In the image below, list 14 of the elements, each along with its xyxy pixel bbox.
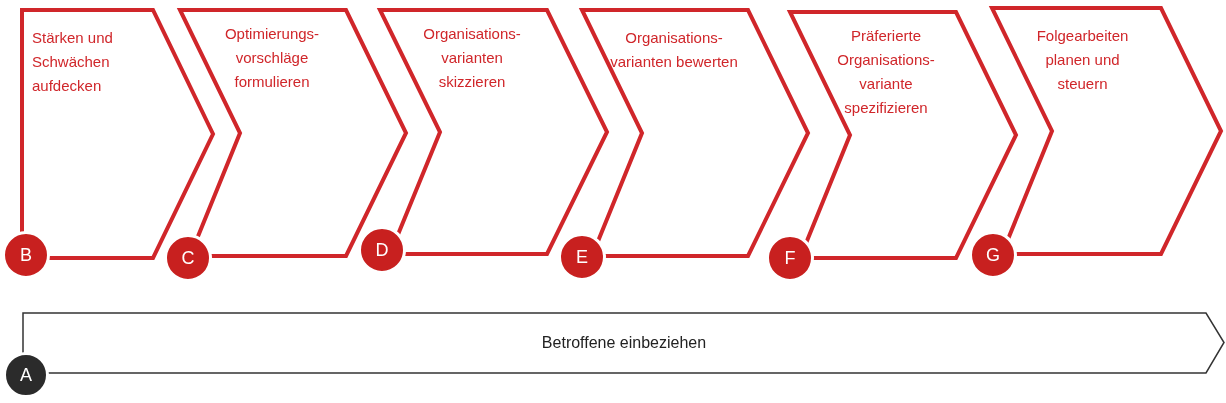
step-badge: A — [3, 352, 49, 398]
step-label: Organisations- varianten bewerten — [609, 28, 739, 72]
step-label: Präferierte Organisations- variante spezifizieren — [836, 26, 936, 118]
step-label: Stärken und Schwächen aufdecken — [32, 28, 114, 96]
band-label: Betroffene einbeziehen — [540, 333, 708, 353]
step-label: Organisations- varianten skizzieren — [422, 24, 522, 92]
step-badge: B — [2, 231, 50, 279]
step-badge: E — [558, 233, 606, 281]
step-badge: C — [164, 234, 212, 282]
step-label: Optimierungs- vorschläge formulieren — [223, 24, 321, 92]
step-label: Folgearbeiten planen und steuern — [1035, 26, 1130, 94]
step-badge: F — [766, 234, 814, 282]
step-badge: G — [969, 231, 1017, 279]
step-badge: D — [358, 226, 406, 274]
